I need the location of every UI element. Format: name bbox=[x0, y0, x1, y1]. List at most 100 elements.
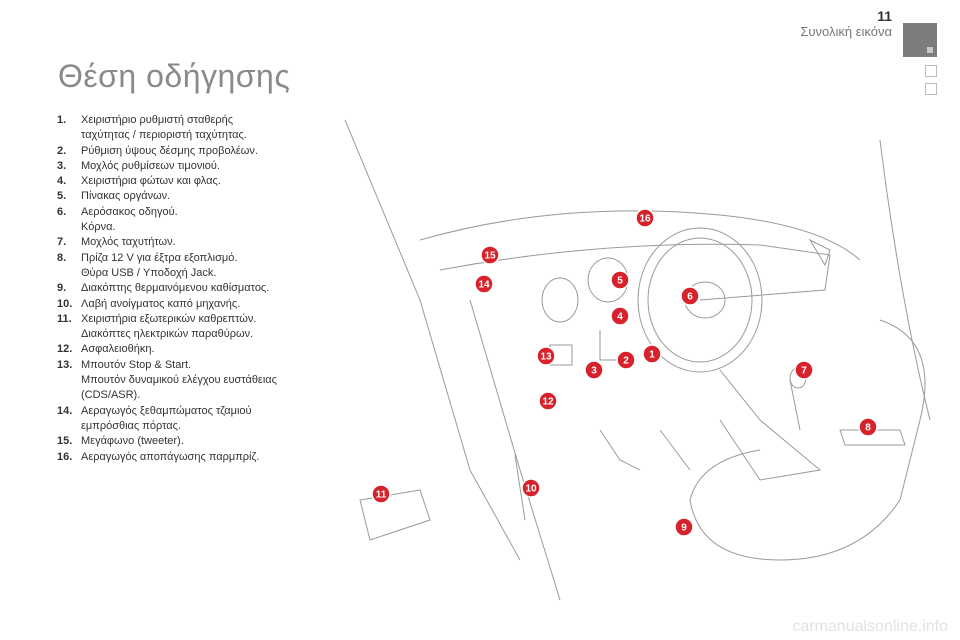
callout-badge: 4 bbox=[610, 306, 630, 326]
callout-badge: 12 bbox=[538, 391, 558, 411]
legend-text: Χειριστήρια φώτων και φλας. bbox=[81, 175, 221, 188]
legend-number bbox=[57, 327, 81, 342]
legend-text: Ρύθμιση ύψους δέσμης προβολέων. bbox=[81, 144, 258, 157]
legend-text: Πρίζα 12 V για έξτρα εξοπλισμό. bbox=[81, 251, 238, 264]
callout-number: 12 bbox=[542, 397, 554, 408]
callout-number: 3 bbox=[591, 366, 597, 377]
callout-badge: 3 bbox=[584, 360, 604, 380]
callout-badge: 1 bbox=[642, 344, 662, 364]
page-number: 11 bbox=[877, 8, 892, 24]
legend-text: Κόρνα. bbox=[81, 221, 116, 234]
callout-badge: 15 bbox=[480, 245, 500, 265]
callout-badge: 7 bbox=[794, 360, 814, 380]
legend-item: 4. Χειριστήρια φώτων και φλας. bbox=[57, 174, 317, 189]
legend-text: Μοχλός ρυθμίσεων τιμονιού. bbox=[81, 159, 220, 172]
callout-badge: 13 bbox=[536, 346, 556, 366]
legend-number bbox=[57, 220, 81, 235]
section-title: Συνολική εικόνα bbox=[800, 24, 892, 39]
legend-number: 3. bbox=[57, 159, 67, 172]
legend-item: 1. Χειριστήριο ρυθμιστή σταθερής bbox=[57, 113, 317, 128]
legend-item: (CDS/ASR). bbox=[57, 388, 317, 403]
callout-number: 16 bbox=[639, 214, 651, 225]
legend-number: 9. bbox=[57, 282, 67, 295]
section-tab bbox=[925, 65, 937, 77]
page-title: Θέση οδήγησης bbox=[58, 58, 291, 94]
callout-badge: 2 bbox=[616, 350, 636, 370]
callout-badge: 5 bbox=[610, 270, 630, 290]
callout-badge: 16 bbox=[635, 208, 655, 228]
legend-text: Μεγάφωνο (tweeter). bbox=[81, 435, 184, 448]
callout-badge: 14 bbox=[474, 274, 494, 294]
legend-number: 5. bbox=[57, 190, 67, 203]
callout-badge: 8 bbox=[858, 417, 878, 437]
callout-number: 4 bbox=[617, 312, 623, 323]
legend-text: Αερόσακος οδηγού. bbox=[81, 205, 178, 218]
callout-number: 13 bbox=[540, 352, 552, 363]
legend-item: 10.Λαβή ανοίγματος καπό μηχανής. bbox=[57, 297, 317, 312]
legend-number: 2. bbox=[57, 144, 67, 157]
callout-number: 7 bbox=[801, 366, 807, 377]
legend-text: Αεραγωγός ξεθαμπώματος τζαμιού bbox=[81, 404, 252, 417]
callout-number: 14 bbox=[478, 280, 490, 291]
legend-number: 4. bbox=[57, 175, 67, 188]
section-tab bbox=[925, 83, 937, 95]
legend-text: ταχύτητας / περιοριστή ταχύτητας. bbox=[81, 129, 247, 142]
section-tab-active bbox=[903, 23, 937, 57]
callout-number: 6 bbox=[687, 292, 693, 303]
legend-number bbox=[57, 388, 81, 403]
legend-number: 13. bbox=[57, 358, 73, 371]
legend-number: 11. bbox=[57, 312, 72, 325]
legend-item: Διακόπτες ηλεκτρικών παραθύρων. bbox=[57, 327, 317, 342]
legend-item: 16.Αεραγωγός αποπάγωσης παρμπρίζ. bbox=[57, 450, 317, 465]
legend-list: 1. Χειριστήριο ρυθμιστή σταθερής ταχύτητας… bbox=[57, 113, 317, 465]
legend-item: 3. Μοχλός ρυθμίσεων τιμονιού. bbox=[57, 159, 317, 174]
legend-number: 7. bbox=[57, 236, 67, 249]
legend-number bbox=[57, 266, 81, 281]
legend-item: Θύρα USB / Υποδοχή Jack. bbox=[57, 266, 317, 281]
legend-item: 6. Αερόσακος οδηγού. bbox=[57, 205, 317, 220]
legend-item: 13. Μπουτόν Stop & Start. bbox=[57, 358, 317, 373]
callout-number: 1 bbox=[649, 350, 655, 361]
callout-number: 9 bbox=[681, 523, 687, 534]
callout-number: 2 bbox=[623, 356, 629, 367]
legend-item: 5.Πίνακας οργάνων. bbox=[57, 189, 317, 204]
legend-item: ταχύτητας / περιοριστή ταχύτητας. bbox=[57, 128, 317, 143]
legend-text: (CDS/ASR). bbox=[81, 389, 141, 402]
callout-number: 5 bbox=[617, 276, 623, 287]
legend-text: εμπρόσθιας πόρτας. bbox=[81, 419, 181, 432]
legend-number bbox=[57, 419, 81, 434]
legend-number: 10. bbox=[57, 297, 73, 310]
legend-item: Μπουτόν δυναμικού ελέγχου ευστάθειας bbox=[57, 373, 317, 388]
legend-item: 11. Χειριστήρια εξωτερικών καθρεπτών. bbox=[57, 312, 317, 327]
legend-item: 15.Μεγάφωνο (tweeter). bbox=[57, 434, 317, 449]
legend-text: Μπουτόν Stop & Start. bbox=[81, 358, 192, 371]
legend-number: 8. bbox=[57, 251, 67, 264]
legend-item: Κόρνα. bbox=[57, 220, 317, 235]
legend-number: 1. bbox=[57, 114, 67, 126]
legend-text: Μπουτόν δυναμικού ελέγχου ευστάθειας bbox=[81, 374, 277, 387]
legend-text: Χειριστήρια εξωτερικών καθρεπτών. bbox=[81, 312, 257, 325]
legend-item: 8. Πρίζα 12 V για έξτρα εξοπλισμό. bbox=[57, 251, 317, 266]
callout-badge: 6 bbox=[680, 286, 700, 306]
legend-number: 6. bbox=[57, 205, 67, 218]
legend-text: Αεραγωγός αποπάγωσης παρμπρίζ. bbox=[81, 450, 260, 463]
legend-text: Μοχλός ταχυτήτων. bbox=[81, 236, 176, 249]
legend-item: 9. Διακόπτης θερμαινόμενου καθίσματος. bbox=[57, 281, 317, 296]
legend-text: Θύρα USB / Υποδοχή Jack. bbox=[81, 266, 217, 279]
legend-item: 12.Ασφαλειοθήκη. bbox=[57, 342, 317, 357]
legend-text: Χειριστήριο ρυθμιστή σταθερής bbox=[81, 114, 234, 126]
legend-number: 14. bbox=[57, 404, 73, 417]
callout-badge: 10 bbox=[521, 478, 541, 498]
legend-item: 14. Αεραγωγός ξεθαμπώματος τζαμιού bbox=[57, 404, 317, 419]
legend-number: 12. bbox=[57, 343, 73, 356]
callout-number: 10 bbox=[525, 484, 537, 495]
callout-number: 8 bbox=[865, 423, 871, 434]
legend-number bbox=[57, 373, 81, 388]
callout-badge: 9 bbox=[674, 517, 694, 537]
legend-text: Διακόπτης θερμαινόμενου καθίσματος. bbox=[81, 282, 270, 295]
legend-item: 2. Ρύθμιση ύψους δέσμης προβολέων. bbox=[57, 144, 317, 159]
legend-number bbox=[57, 128, 81, 143]
legend-item: εμπρόσθιας πόρτας. bbox=[57, 419, 317, 434]
legend-item: 7. Μοχλός ταχυτήτων. bbox=[57, 235, 317, 250]
